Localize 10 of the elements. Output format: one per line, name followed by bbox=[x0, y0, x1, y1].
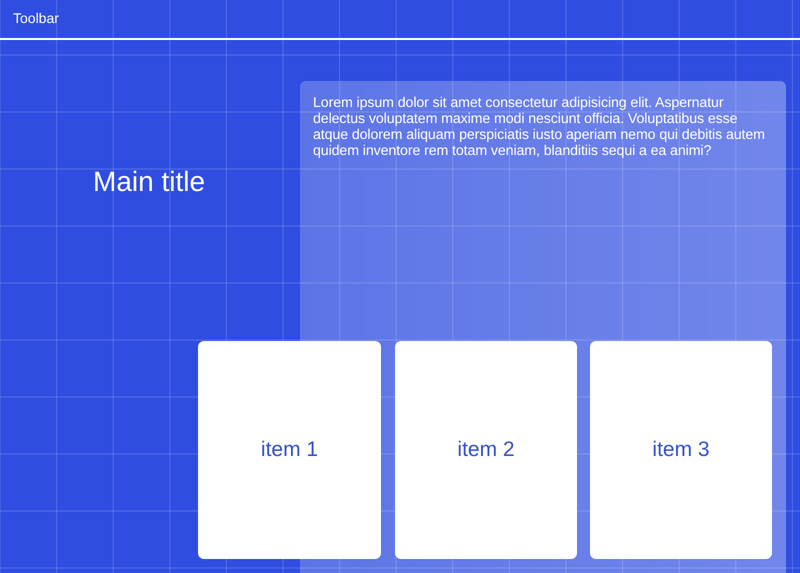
item-label: item 2 bbox=[457, 438, 515, 462]
item-card bbox=[198, 341, 381, 559]
item-label: item 1 bbox=[260, 438, 318, 462]
item-card bbox=[590, 341, 772, 559]
paragraph: Lorem ipsum dolor sit amet consectetur adipisicing elit. Aspernatur delectus voluptatem maxime modi nesciunt officia. Voluptatibus esse atque dolorem aliquam perspiciatis iusto aperiam nemo qui debitis autem quidem inventore rem totam veniam, blanditiis sequi a ea animi? bbox=[313, 95, 766, 159]
text-panel bbox=[300, 81, 786, 573]
item-label: item 3 bbox=[652, 438, 710, 462]
main-title: Main title bbox=[93, 166, 206, 198]
item-card bbox=[395, 341, 577, 559]
toolbar-title: Toolbar bbox=[13, 10, 59, 26]
